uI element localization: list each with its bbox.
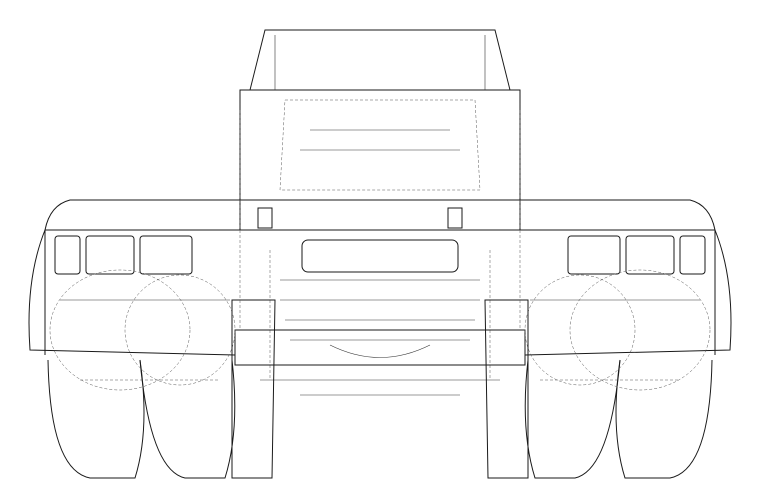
cab xyxy=(239,29,521,231)
grille xyxy=(234,239,526,396)
cab-lights xyxy=(257,207,463,229)
left-tail-lights xyxy=(54,235,193,275)
left-fender xyxy=(28,199,241,356)
right-fender xyxy=(519,199,732,356)
chassis-details xyxy=(60,110,700,381)
right-wheels xyxy=(484,269,713,479)
right-tail-lights xyxy=(567,235,706,275)
left-wheels xyxy=(47,269,276,479)
